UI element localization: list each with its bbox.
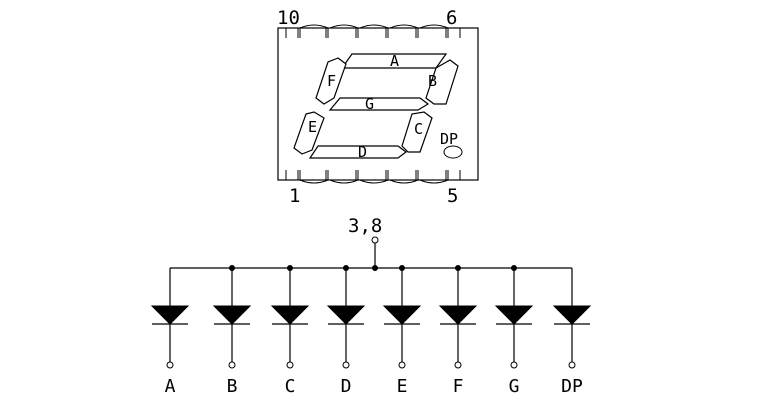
output-label-b: B	[227, 376, 238, 397]
diode-symbol-dp	[552, 305, 592, 325]
top-pin-notches	[285, 24, 461, 38]
diode-symbol-f	[438, 305, 478, 325]
output-label-e: E	[397, 376, 408, 397]
segment-label-a: A	[390, 52, 399, 70]
pin-label-top-right: 6	[446, 7, 457, 29]
diode-branch-a: A	[150, 268, 190, 397]
diode-branch-c: C	[270, 265, 310, 397]
seven-segment-package: A B C D E F G DP 10 6 1 5	[277, 7, 479, 207]
diode-symbol-d	[326, 305, 366, 325]
output-terminal-g	[510, 361, 518, 369]
segment-label-g: G	[365, 95, 374, 113]
segment-label-c: C	[414, 120, 423, 138]
bottom-pin-notches	[285, 170, 461, 184]
output-terminal-f	[454, 361, 462, 369]
diode-symbol-c	[270, 305, 310, 325]
segment-label-b: B	[428, 72, 437, 90]
diode-symbol-a	[150, 305, 190, 325]
diode-branch-e: E	[382, 265, 422, 397]
output-terminal-b	[228, 361, 236, 369]
bus-junction	[372, 265, 378, 271]
diode-branch-b: B	[212, 265, 252, 397]
output-label-c: C	[285, 376, 296, 397]
output-label-d: D	[341, 376, 352, 397]
segment-e	[293, 111, 325, 155]
diode-array: A B C D E F G DP	[150, 265, 592, 397]
output-label-a: A	[165, 376, 176, 397]
decimal-point	[443, 145, 463, 159]
output-terminal-a	[166, 361, 174, 369]
output-terminal-dp	[568, 361, 576, 369]
diode-symbol-e	[382, 305, 422, 325]
segment-b	[425, 59, 459, 105]
package-outline	[277, 27, 479, 181]
pin-label-bottom-left: 1	[289, 185, 300, 207]
segment-g	[328, 97, 430, 111]
output-terminal-e	[398, 361, 406, 369]
decimal-point-label: DP	[440, 130, 458, 148]
output-terminal-d	[342, 361, 350, 369]
segment-label-f: F	[327, 72, 336, 90]
diode-symbol-g	[494, 305, 534, 325]
diode-symbol-b	[212, 305, 252, 325]
common-anode-schematic: 3,8 A B C D E F G DP	[150, 215, 592, 397]
output-label-g: G	[509, 376, 520, 397]
segment-label-d: D	[358, 143, 367, 161]
output-label-f: F	[453, 376, 464, 397]
pin-label-top-left: 10	[277, 7, 300, 29]
diode-branch-f: F	[438, 265, 478, 397]
output-terminal-c	[286, 361, 294, 369]
segment-label-e: E	[308, 118, 317, 136]
output-label-dp: DP	[561, 376, 583, 397]
pin-label-bottom-right: 5	[447, 185, 458, 207]
segment-d	[308, 145, 407, 159]
common-terminal	[371, 236, 379, 244]
segment-c	[401, 111, 433, 153]
common-pin-label: 3,8	[348, 215, 382, 237]
diode-branch-dp: DP	[552, 268, 592, 397]
diode-branch-d: D	[326, 265, 366, 397]
diode-branch-g: G	[494, 265, 534, 397]
segment-f	[315, 57, 347, 105]
